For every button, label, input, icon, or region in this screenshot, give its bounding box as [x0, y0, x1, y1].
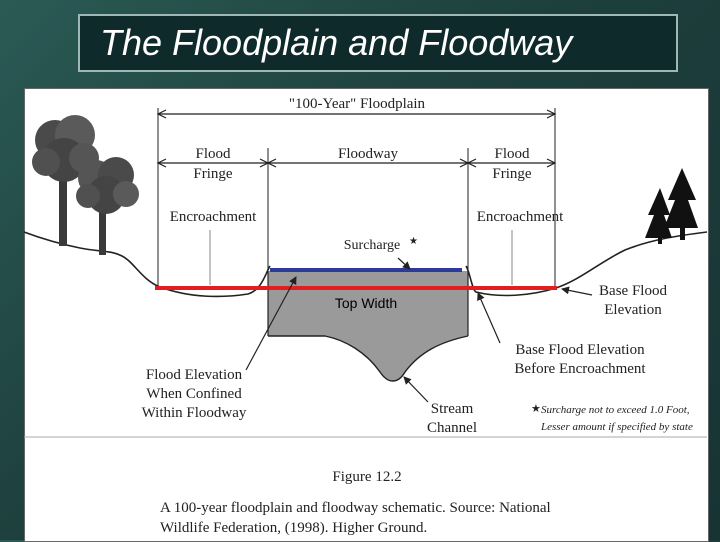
flood-elevation-label-2: When Confined	[146, 386, 242, 402]
flood-elevation-arrow	[245, 276, 297, 371]
base-flood-elevation-label-2: Elevation	[604, 302, 662, 318]
svg-text:★: ★	[409, 236, 418, 247]
deciduous-tree-icon	[32, 115, 99, 246]
footnote-line-2: Lesser amount if specified by state	[540, 421, 693, 433]
bfe-before-arrow	[477, 292, 501, 344]
surcharge-label: Surcharge	[344, 238, 401, 253]
title-box	[78, 14, 678, 72]
flood-fringe-left-label: Flood	[195, 146, 231, 162]
floodway-label: Floodway	[338, 146, 399, 162]
surcharge-arrow	[397, 257, 411, 270]
flood-fringe-left-label-2: Fringe	[193, 166, 233, 182]
floodway-water	[268, 271, 468, 381]
slide-title: The Floodplain and Floodway	[100, 22, 573, 63]
figure-label: Figure 12.2	[332, 469, 401, 485]
flood-fringe-right-label-2: Fringe	[492, 166, 532, 182]
caption-line-2: Wildlife Federation, (1998). Higher Grou…	[160, 520, 427, 536]
ground-left-bank	[23, 231, 271, 298]
floodplain-label: "100-Year" Floodplain	[289, 96, 426, 112]
stream-channel-bed	[268, 335, 469, 382]
stream-channel-arrow	[403, 376, 429, 403]
base-flood-elevation-label: Base Flood	[599, 283, 667, 299]
svg-text:★: ★	[531, 403, 541, 415]
flood-elevation-label: Flood Elevation	[146, 367, 243, 383]
encroachment-right-label: Encroachment	[477, 209, 564, 225]
stream-channel-label: Stream	[431, 401, 474, 417]
pine-tree-icon	[645, 188, 672, 244]
stream-channel-label-2: Channel	[427, 420, 477, 436]
encroachment-left-label: Encroachment	[170, 209, 257, 225]
deciduous-tree-icon	[76, 157, 139, 255]
pine-tree-icon	[664, 168, 698, 240]
caption-line-1: A 100-year floodplain and floodway schem…	[160, 500, 551, 516]
footnote-line-1: Surcharge not to exceed 1.0 Foot,	[541, 404, 690, 416]
ground-right-bank	[465, 231, 708, 297]
bfe-before-encroachment-label: Base Flood Elevation	[515, 342, 645, 358]
top-width-label: Top Width	[335, 295, 397, 311]
bfe-before-encroachment-label-2: Before Encroachment	[514, 361, 646, 377]
flood-elevation-label-3: Within Floodway	[142, 405, 247, 421]
base-flood-arrow	[561, 286, 593, 296]
flood-fringe-right-label: Flood	[494, 146, 530, 162]
